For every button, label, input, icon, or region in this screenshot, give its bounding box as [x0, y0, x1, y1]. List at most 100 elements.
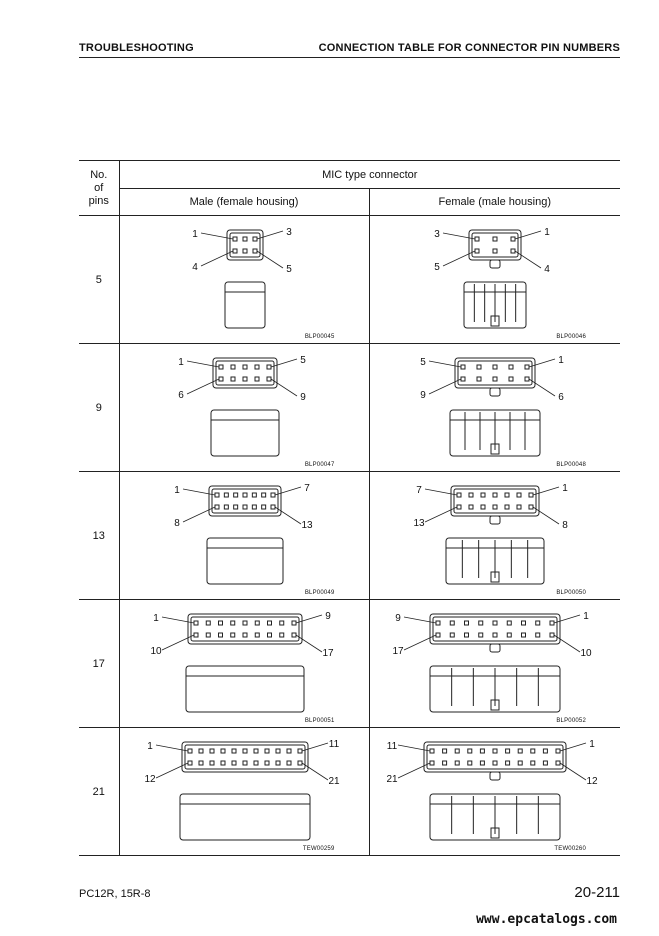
pin-label: 7 [416, 485, 422, 496]
connector-body [449, 409, 540, 457]
pin-label: 1 [589, 739, 595, 750]
pins-header-line: No. [90, 168, 108, 181]
pins-header-line: of [94, 181, 104, 194]
model-label: PC12R, 15R-8 [79, 888, 151, 900]
male-connector-cell: 1 9 10 17 BLP00051 [118, 599, 370, 728]
pins-header-line: pins [88, 194, 109, 207]
connector-face [208, 485, 281, 517]
pin-label: 5 [420, 357, 426, 368]
figure-code: TEW00259 [302, 846, 335, 852]
pin-count: 9 [79, 343, 120, 472]
connector-face [429, 613, 560, 653]
pin-label: 7 [304, 483, 310, 494]
connector-body [445, 537, 544, 585]
male-connector-drawing: 1 9 10 17 [150, 611, 334, 713]
pin-label: 9 [420, 390, 426, 401]
pin-label: 9 [300, 392, 306, 403]
pin-label: 8 [174, 518, 180, 529]
female-connector-drawing: 5 1 9 6 [420, 355, 564, 457]
pin-label: 1 [153, 613, 159, 624]
pin-label: 9 [325, 611, 331, 622]
pin-label: 1 [583, 611, 589, 622]
section-title: TROUBLESHOOTING [79, 42, 194, 54]
male-connector-cell: 1 5 6 9 BLP00047 [118, 343, 370, 472]
pin-label: 5 [286, 264, 292, 275]
pin-label: 10 [150, 646, 162, 657]
figure-code: BLP00052 [556, 718, 586, 724]
page-number: 20-211 [574, 884, 620, 901]
pin-label: 5 [434, 262, 440, 273]
pin-label: 6 [558, 392, 564, 403]
connector-body [185, 665, 304, 713]
pin-label: 1 [558, 355, 564, 366]
pin-label: 17 [322, 648, 334, 659]
pin-label: 13 [413, 518, 425, 529]
pin-label: 21 [328, 776, 340, 787]
pin-label: 9 [395, 613, 401, 624]
table-row: 13 1 7 8 13 BLP00049 7 1 13 8 BLP00050 [79, 471, 620, 600]
pin-label: 13 [301, 520, 313, 531]
website-watermark: www.epcatalogs.com [476, 912, 617, 927]
pin-label: 8 [562, 520, 568, 531]
pin-count: 17 [79, 599, 120, 728]
figure-code: BLP00045 [304, 334, 335, 340]
pin-label: 1 [178, 357, 184, 368]
connector-face [212, 357, 277, 389]
connector-face [468, 229, 521, 269]
pin-label: 4 [192, 262, 198, 273]
pin-label: 21 [386, 774, 398, 785]
pin-label: 17 [392, 646, 404, 657]
connector-body [179, 793, 310, 841]
connector-body [429, 793, 560, 841]
pin-label: 5 [300, 355, 306, 366]
figure-code: BLP00047 [304, 462, 335, 468]
connector-face [423, 741, 566, 781]
pin-label: 6 [178, 390, 184, 401]
connector-body [224, 281, 265, 329]
pin-label: 12 [144, 774, 156, 785]
table-row: 17 1 9 10 17 BLP00051 9 1 17 10 BLP00052 [79, 599, 620, 728]
figure-code: TEW00260 [554, 846, 586, 852]
pin-label: 1 [174, 485, 180, 496]
connector-face [450, 485, 539, 525]
pin-label: 11 [328, 739, 339, 750]
pins-column-header: No. of pins [79, 160, 120, 216]
connector-face [181, 741, 308, 773]
female-connector-cell: 5 1 9 6 BLP00048 [368, 343, 620, 472]
female-column-header: Female (male housing) [368, 188, 620, 216]
table-row: 9 1 5 6 9 BLP00047 5 1 9 6 BLP00048 [79, 343, 620, 472]
figure-code: BLP00049 [304, 590, 335, 596]
pin-count: 13 [79, 471, 120, 600]
connector-face [187, 613, 302, 645]
pin-label: 4 [544, 264, 550, 275]
connector-face [454, 357, 535, 397]
pin-label: 3 [286, 227, 292, 238]
figure-code: BLP00046 [556, 334, 586, 340]
pin-count: 5 [79, 215, 120, 344]
connector-body [429, 665, 560, 713]
figure-code: BLP00050 [556, 590, 586, 596]
pin-count: 21 [79, 727, 120, 856]
connector-body [206, 537, 283, 585]
figure-code: BLP00051 [304, 718, 335, 724]
male-connector-drawing: 1 7 8 13 [174, 483, 313, 585]
connector-type-header: MIC type connector [118, 160, 620, 189]
figure-code: BLP00048 [556, 462, 586, 468]
connector-body [463, 281, 526, 329]
pin-label: 11 [386, 741, 397, 752]
connector-face [226, 229, 263, 261]
male-column-header: Male (female housing) [119, 188, 370, 216]
